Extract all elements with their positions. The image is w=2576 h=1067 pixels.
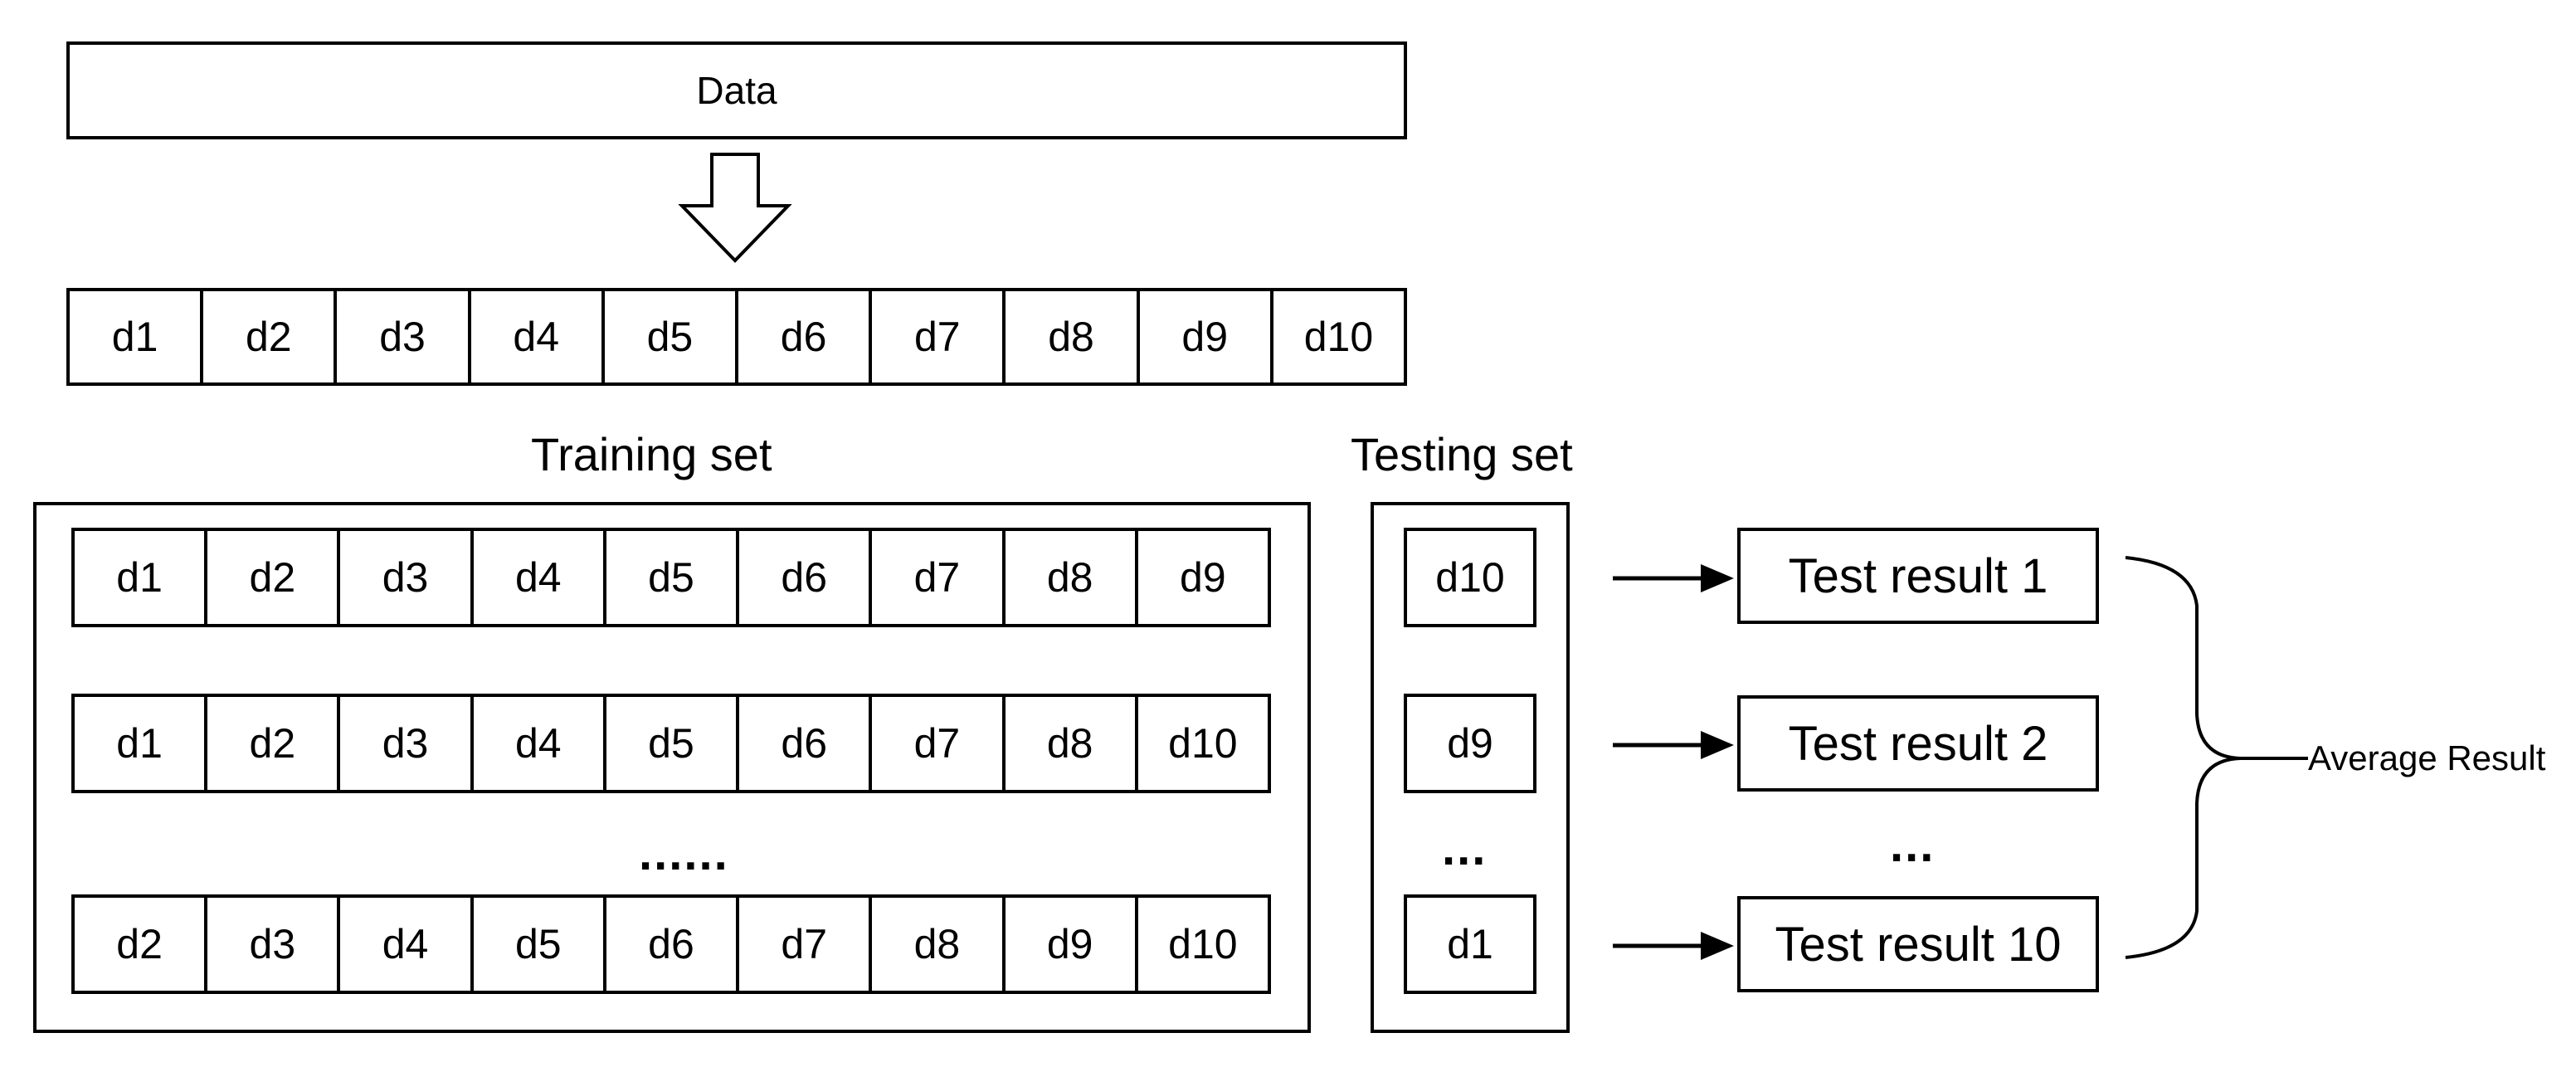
testing-set-label: Testing set [1351,428,1573,480]
fold-cell: d8 [869,898,1001,991]
testing-item-3: d1 [1404,894,1536,994]
result-arrow-3 [1613,932,1734,960]
fold-cell: d5 [602,531,736,624]
average-brace [2125,556,2241,959]
data-label: Data [696,69,777,112]
fold-cell: d4 [470,697,603,790]
fold-cell: d3 [204,898,337,991]
fold-cell: d8 [1002,291,1136,382]
fold-cell: d4 [470,531,603,624]
average-result-label: Average Result [2308,738,2546,777]
fold-cell: d6 [736,697,869,790]
fold-cell: d5 [601,291,735,382]
testing-ellipsis: ... [1442,821,1488,875]
training-set-container [33,502,1311,1033]
test-result-2-box: Test result 2 [1737,695,2099,792]
fold-cell: d7 [869,531,1001,624]
fold-cell: d6 [735,291,869,382]
test-result-label: Test result 1 [1788,548,2048,603]
fold-cell: d1 [116,554,163,601]
fold-cell: d10 [1269,291,1404,382]
result-arrow-1 [1613,564,1734,592]
testing-set-container [1371,502,1570,1033]
fold-cell: d7 [869,291,1002,382]
testing-item-label: d1 [1447,921,1493,967]
fold-cell: d1 [116,720,163,767]
fold-cell: d9 [1136,291,1270,382]
results-ellipsis: ... [1890,818,1936,872]
fold-cell: d2 [204,697,337,790]
fold-cell: d7 [869,697,1001,790]
data-box: Data [66,41,1407,139]
fold-cell: d2 [200,291,334,382]
result-arrow-2 [1613,731,1734,759]
fold-cell: d10 [1134,898,1268,991]
testing-item-label: d10 [1435,554,1505,601]
fold-cell: d5 [470,898,603,991]
fold-cell: d2 [204,531,337,624]
testing-item-label: d9 [1447,720,1493,767]
test-result-1-box: Test result 1 [1737,528,2099,624]
fold-cell: d1 [111,314,158,360]
test-result-10-box: Test result 10 [1737,896,2099,992]
training-set-label: Training set [531,428,772,480]
fold-cell: d2 [116,921,163,967]
training-ellipsis: ...... [639,826,729,880]
fold-cell: d6 [736,531,869,624]
fold-cell: d9 [1001,898,1135,991]
test-result-label: Test result 2 [1788,716,2048,771]
fold-cell: d4 [467,291,601,382]
fold-cell: d3 [337,531,470,624]
test-result-label: Test result 10 [1775,917,2062,972]
fold-cell: d3 [337,697,470,790]
testing-item-1: d10 [1404,528,1536,627]
fold-cell: d6 [602,898,736,991]
fold-cell: d3 [334,291,467,382]
fold-cell: d9 [1134,531,1268,624]
fold-cell: d8 [1001,531,1135,624]
fold-cell: d7 [736,898,869,991]
fold-cell: d5 [602,697,736,790]
split-arrow-icon [678,153,792,263]
fold-cell: d8 [1001,697,1135,790]
testing-item-2: d9 [1404,694,1536,793]
fold-cell: d10 [1134,697,1268,790]
fold-cell: d4 [337,898,470,991]
